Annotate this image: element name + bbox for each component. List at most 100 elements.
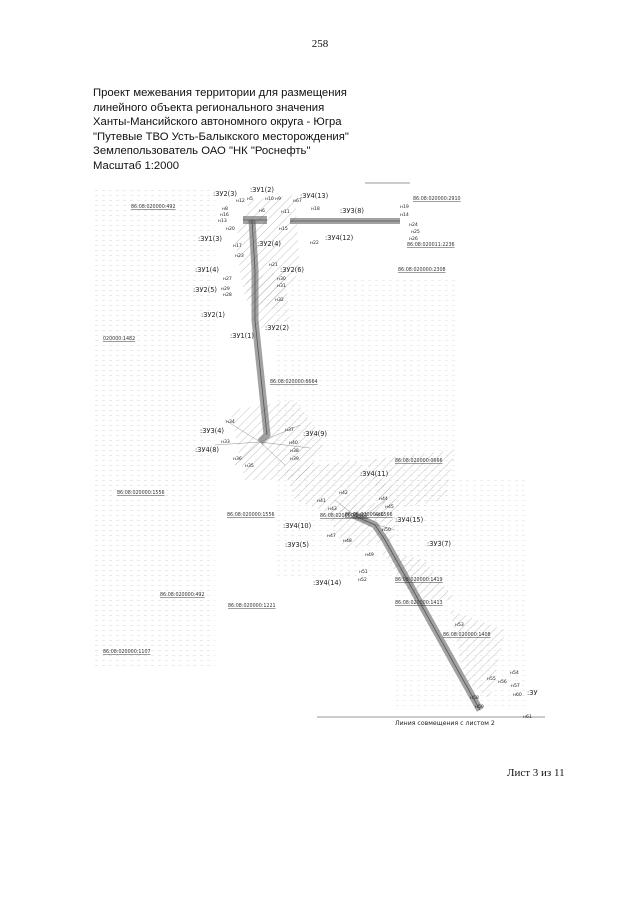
zone-label: :ЗУ4(11) bbox=[360, 470, 388, 478]
point-label: н9 bbox=[275, 196, 281, 202]
point-label: н61 bbox=[523, 714, 532, 720]
parcel-number: 86:08:020000:1566 bbox=[345, 512, 393, 518]
point-labels: н12 н5 н10 н67 н9 н8 н16 н13 н6 н11 н18 … bbox=[218, 196, 532, 720]
parcel-number: 86:08:020000:1469 bbox=[320, 513, 368, 519]
zone-label: :ЗУ3(7) bbox=[427, 540, 451, 548]
title-block: Проект межевания территории для размещен… bbox=[93, 86, 393, 174]
point-label: н23 bbox=[235, 253, 244, 259]
zone-label: :ЗУ1(3) bbox=[198, 235, 222, 243]
point-label: н35 bbox=[245, 463, 254, 469]
point-label: н67 bbox=[293, 198, 302, 204]
parcel-number: 86:08:020000:2308 bbox=[398, 267, 446, 273]
point-label: н28 bbox=[223, 292, 232, 298]
survey-map: :ЗУ2(3) :ЗУ1(2) :ЗУ4(13) :ЗУ3(8) :ЗУ1(3)… bbox=[95, 182, 545, 727]
point-label: н14 bbox=[400, 212, 409, 218]
point-label: н11 bbox=[281, 209, 290, 215]
point-label: н6 bbox=[259, 208, 265, 214]
parcel-number: 86:08:020000:1419 bbox=[395, 577, 443, 583]
zone-label: :ЗУ2(4) bbox=[257, 240, 281, 248]
point-label: н22 bbox=[310, 240, 319, 246]
point-label: н15 bbox=[279, 226, 288, 232]
point-label: н5 bbox=[247, 196, 253, 202]
point-label: н31 bbox=[277, 283, 286, 289]
parcel-number: 86:08:020000:492 bbox=[160, 592, 205, 598]
title-line-1: Проект межевания территории для размещен… bbox=[93, 87, 347, 99]
point-label: н21 bbox=[269, 262, 278, 268]
zone-label: :ЗУ4(9) bbox=[303, 430, 327, 438]
zone-label: :ЗУ2(6) bbox=[280, 266, 304, 274]
parcel-number: 86:08:020000:1408 bbox=[443, 632, 491, 638]
point-label: н55 bbox=[487, 676, 496, 682]
point-label: н48 bbox=[343, 538, 352, 544]
parcel-number: 86:08:020011:2236 bbox=[407, 242, 455, 248]
point-label: н10 bbox=[265, 196, 274, 202]
zone-label: :ЗУ2(2) bbox=[265, 324, 289, 332]
point-label: н58 bbox=[470, 695, 479, 701]
parcel-number: 86:08:020000:6664 bbox=[270, 379, 318, 385]
title-line-4: "Путевые ТВО Усть-Балыкского месторожден… bbox=[93, 130, 349, 143]
point-label: н44 bbox=[379, 496, 388, 502]
point-label: н41 bbox=[317, 498, 326, 504]
zone-labels: :ЗУ2(3) :ЗУ1(2) :ЗУ4(13) :ЗУ3(8) :ЗУ1(3)… bbox=[193, 186, 537, 697]
parcel-number: 86:08:020000:492 bbox=[131, 204, 176, 210]
point-label: н53 bbox=[455, 622, 464, 628]
zone-label: :ЗУ2(1) bbox=[201, 311, 225, 319]
match-line-label: Линия совмещения с листом 2 bbox=[395, 720, 495, 727]
point-label: н8 bbox=[222, 206, 228, 212]
parcel-number: 86:08:020000:2910 bbox=[413, 196, 461, 202]
point-label: н16 bbox=[220, 212, 229, 218]
zone-label: :ЗУ2(3) bbox=[213, 190, 237, 198]
point-label: н42 bbox=[339, 490, 348, 496]
parcel-number: 020000:1482 bbox=[103, 336, 135, 342]
zone-label: :ЗУ1(1) bbox=[230, 332, 254, 340]
zone-label: :ЗУ4(8) bbox=[195, 446, 219, 454]
point-label: н38 bbox=[290, 448, 299, 454]
point-label: н19 bbox=[400, 204, 409, 210]
point-label: н17 bbox=[233, 243, 242, 249]
point-label: н26 bbox=[409, 236, 418, 242]
point-label: н60 bbox=[513, 692, 522, 698]
point-label: н54 bbox=[510, 670, 519, 676]
sheet-label: Лист 3 из 11 bbox=[507, 767, 565, 779]
parcel-number: 86:08:020000:1107 bbox=[103, 649, 151, 655]
scale-line: Масштаб 1:2000 bbox=[93, 159, 180, 172]
title-line-3: Ханты-Мансийского автономного округа - Ю… bbox=[93, 116, 342, 129]
zone-label: :ЗУ2(5) bbox=[193, 286, 217, 294]
point-label: н57 bbox=[511, 683, 520, 689]
zone-label: :ЗУ bbox=[527, 689, 537, 697]
point-label: н47 bbox=[327, 533, 336, 539]
parcel-number: 86:08:020000:1556 bbox=[227, 512, 275, 518]
zone-label: :ЗУ4(13) bbox=[300, 192, 328, 200]
point-label: н40 bbox=[289, 440, 298, 446]
frame-lines bbox=[317, 182, 545, 718]
zone-label: :ЗУ4(10) bbox=[283, 522, 311, 530]
zone-label: :ЗУ4(12) bbox=[325, 234, 353, 242]
point-label: н46 bbox=[375, 512, 384, 518]
survey-rays bbox=[214, 419, 396, 531]
zone-label: :ЗУ3(4) bbox=[200, 427, 224, 435]
point-label: н32 bbox=[275, 297, 284, 303]
zone-label: :ЗУ3(5) bbox=[285, 541, 309, 549]
point-label: н27 bbox=[223, 276, 232, 282]
point-label: н36 bbox=[233, 456, 242, 462]
zone-label: :ЗУ1(4) bbox=[195, 266, 219, 274]
point-label: н49 bbox=[365, 552, 374, 558]
zone-label: :ЗУ1(2) bbox=[250, 186, 274, 194]
parcel-number: 86:08:020000:1221 bbox=[228, 603, 276, 609]
point-label: н25 bbox=[411, 229, 420, 235]
point-label: н24 bbox=[409, 222, 418, 228]
parcel-number: 86:08:020000:1413 bbox=[395, 600, 443, 606]
title-line-5: Землепользователь ОАО "НК "Роснефть" bbox=[93, 145, 311, 158]
point-label: н43 bbox=[328, 506, 337, 512]
point-label: н33 bbox=[221, 439, 230, 445]
point-label: н51 bbox=[359, 569, 368, 575]
point-label: н18 bbox=[311, 206, 320, 212]
point-label: н39 bbox=[290, 456, 299, 462]
parcel-number: 86:08:020000:0666 bbox=[395, 458, 443, 464]
zone-label: :ЗУ3(8) bbox=[340, 207, 364, 215]
point-label: н12 bbox=[236, 198, 245, 204]
background-lines bbox=[95, 190, 525, 710]
point-label: н52 bbox=[358, 577, 367, 583]
point-label: н29 bbox=[221, 286, 230, 292]
page-number: 258 bbox=[311, 38, 329, 50]
